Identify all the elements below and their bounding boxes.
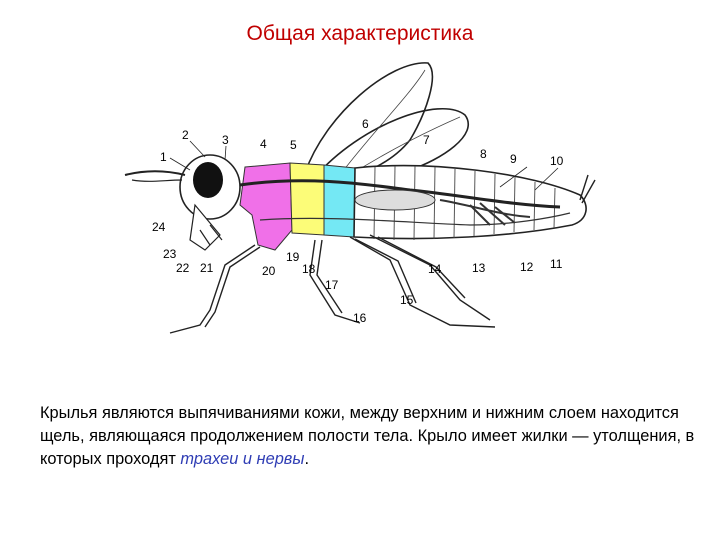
slide-title: Общая характеристика (246, 22, 474, 45)
label-6: 6 (362, 117, 369, 131)
label-16: 16 (353, 311, 367, 325)
compound-eye (193, 162, 223, 198)
yellow-segment (289, 162, 325, 236)
diagram-labels: 1 2 3 4 5 6 7 8 9 10 11 12 13 14 15 16 1… (152, 117, 564, 325)
label-14: 14 (428, 262, 442, 276)
label-11: 11 (550, 257, 563, 271)
label-24: 24 (152, 220, 166, 234)
label-9: 9 (510, 152, 517, 166)
label-1: 1 (160, 150, 167, 164)
antenna (124, 170, 186, 176)
label-10: 10 (550, 154, 564, 168)
label-3: 3 (222, 133, 229, 147)
label-4: 4 (260, 137, 267, 151)
hind-leg (349, 236, 496, 328)
label-23: 23 (163, 247, 177, 261)
label-20: 20 (262, 264, 276, 278)
middle-leg (309, 239, 361, 324)
caption-part-1: Крылья являются выпячиваниями кожи, межд… (40, 404, 695, 468)
label-17: 17 (325, 278, 339, 292)
label-22: 22 (176, 261, 190, 275)
label-7: 7 (423, 133, 430, 147)
cyan-segment (323, 164, 356, 238)
label-13: 13 (472, 261, 486, 275)
caption-highlight: трахеи и нервы (180, 450, 305, 468)
caption-part-2: . (304, 450, 309, 468)
label-19: 19 (286, 250, 300, 264)
pink-segment (239, 162, 293, 251)
label-21: 21 (200, 261, 214, 275)
label-2: 2 (182, 128, 189, 142)
label-5: 5 (290, 138, 297, 152)
insect-anatomy-diagram: 1 2 3 4 5 6 7 8 9 10 11 12 13 14 15 16 1… (110, 55, 610, 355)
label-18: 18 (302, 262, 316, 276)
caption-text: Крылья являются выпячиваниями кожи, межд… (40, 402, 700, 471)
label-8: 8 (480, 147, 487, 161)
front-leg (169, 244, 256, 334)
label-15: 15 (400, 293, 414, 307)
label-12: 12 (520, 260, 534, 274)
